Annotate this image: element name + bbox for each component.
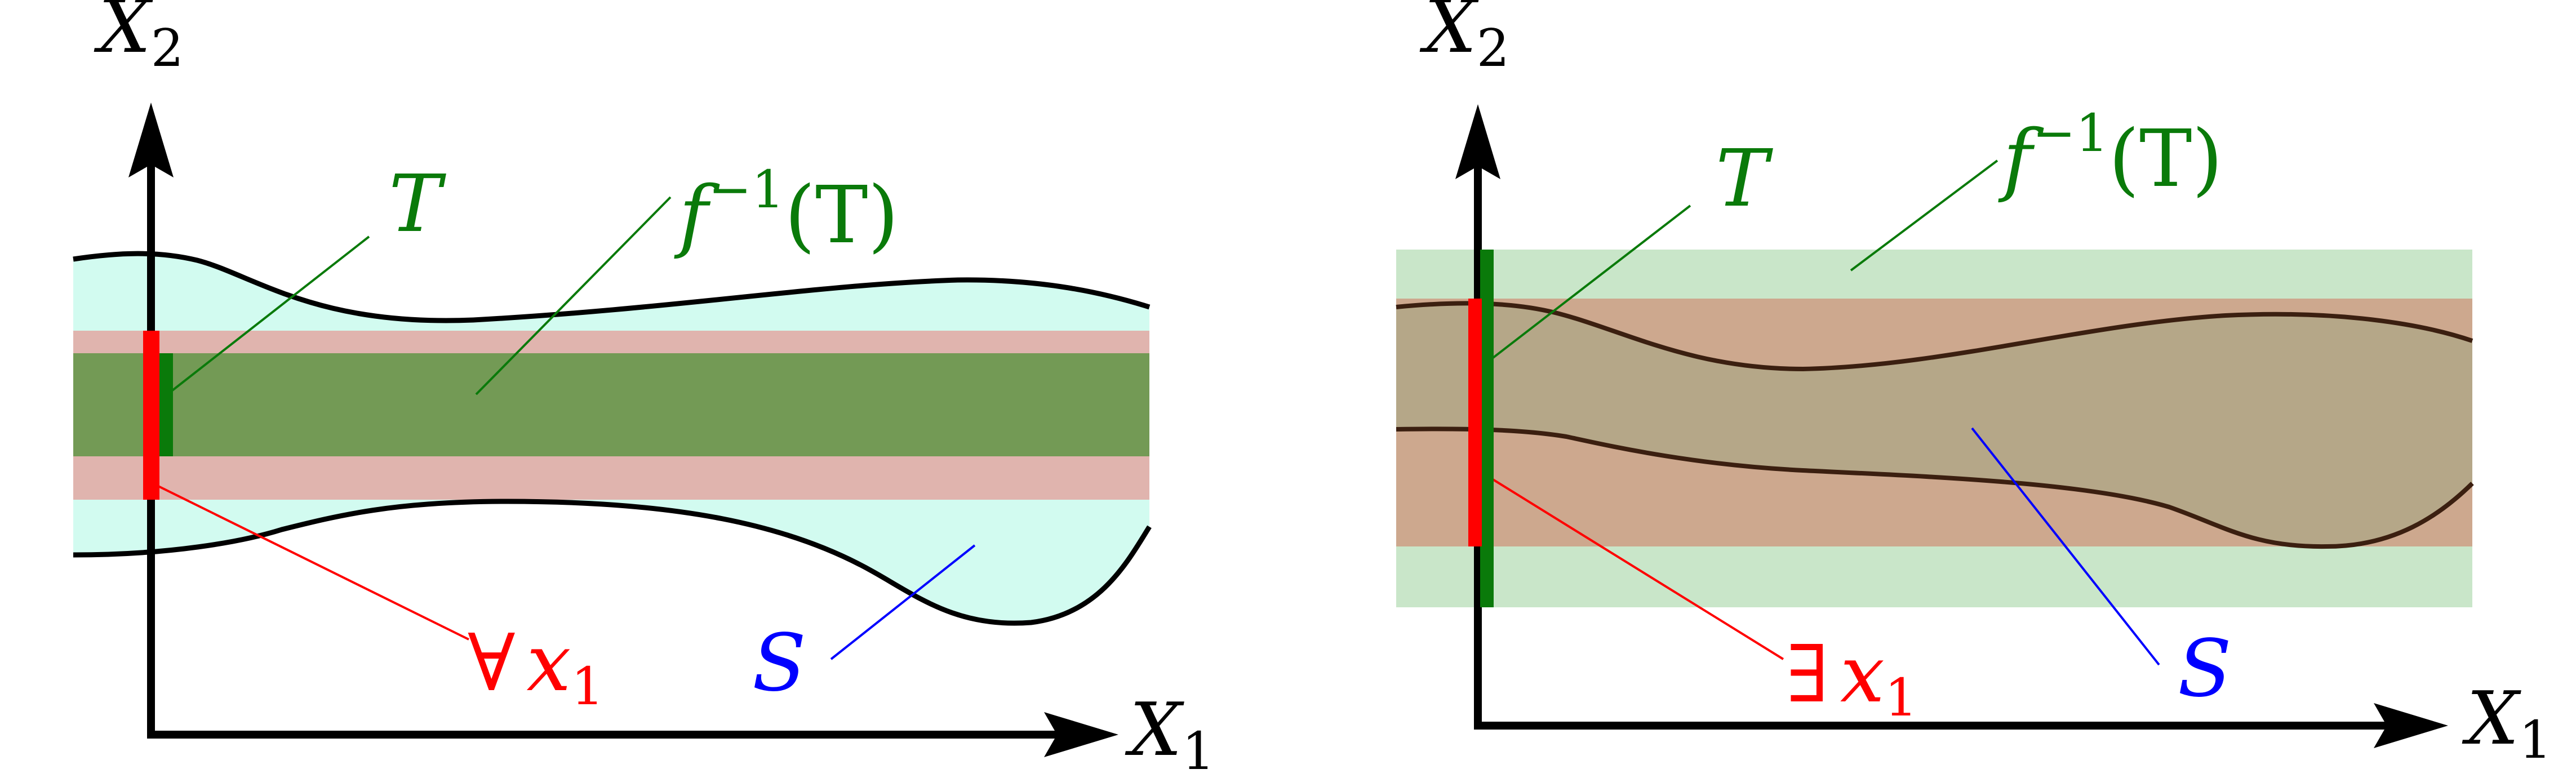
right-preimage-leader: [1850, 159, 1998, 272]
right-set-s-lower-boundary: [1396, 426, 2474, 549]
left-preimage-leader: [475, 196, 672, 395]
left-x1-axis-arrowhead: [1044, 712, 1118, 757]
left-target-band: [73, 353, 1149, 456]
left-fiber-segment: [143, 331, 159, 500]
right-quant-leader: [1491, 478, 1784, 660]
right-target-segment: [1480, 250, 1494, 607]
left-x2-label: X2: [94, 0, 184, 78]
left-quantifier-label: ∀x1: [468, 617, 604, 717]
left-set-s-upper-boundary: [73, 251, 1151, 323]
right-quantifier-label: ∃x1: [1786, 629, 1917, 728]
left-x1-label: X1: [1125, 687, 1215, 778]
left-target-segment: [158, 353, 173, 456]
right-t-leader: [1492, 204, 1691, 359]
left-s-label: S: [752, 617, 806, 709]
left-set-s-lower-boundary: [73, 499, 1152, 626]
left-panel: X2 X1 T f−1(T) ∀x1 S: [73, 0, 1215, 778]
right-x2-label: X2: [1419, 0, 1509, 78]
left-s-leader: [830, 544, 976, 660]
right-x1-label: X1: [2462, 675, 2552, 770]
right-fiber-segment: [1468, 299, 1482, 546]
right-set-s-fill: [1396, 303, 2472, 547]
right-preimage-label: f−1(T): [1998, 103, 2223, 205]
right-t-label: T: [1716, 133, 1773, 225]
right-s-leader: [1971, 427, 2160, 666]
left-preimage-label: f−1(T): [674, 159, 899, 261]
left-t-label: T: [389, 158, 446, 250]
left-t-leader: [166, 235, 370, 395]
left-quant-leader: [154, 483, 469, 641]
left-x2-axis-arrowhead: [128, 103, 174, 177]
right-panel: X2 X1 T f−1(T) ∃x1 S: [1396, 0, 2552, 770]
right-set-s-upper-boundary: [1396, 301, 2473, 372]
right-x2-axis-arrowhead: [1455, 104, 1500, 179]
right-s-label: S: [2178, 623, 2232, 715]
right-x1-axis-arrowhead: [2374, 703, 2448, 748]
